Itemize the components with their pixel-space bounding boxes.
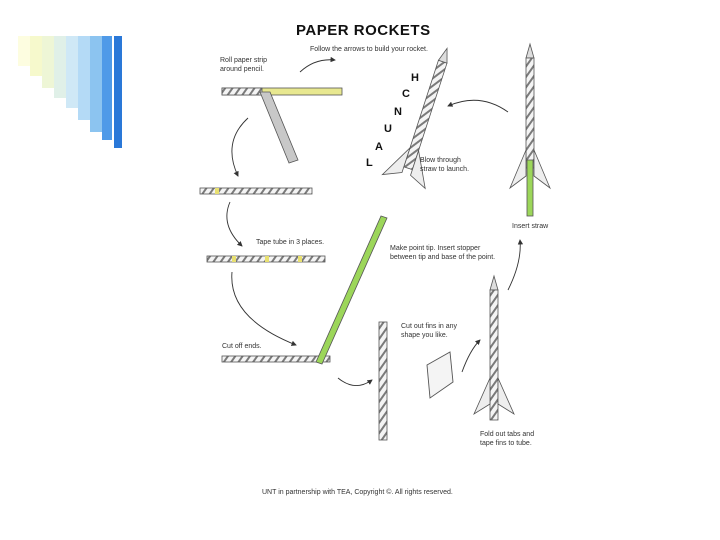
finished-rocket <box>473 274 515 421</box>
arrow-to-launch <box>447 99 509 113</box>
step-blow-label: Blow through straw to launch. <box>420 157 470 173</box>
pencil-with-strip <box>221 87 343 164</box>
step-cut-fins-label: Cut out fins in any shape you like. <box>401 323 458 339</box>
tape-mark <box>232 256 236 262</box>
fin-cutout <box>426 351 454 399</box>
vertical-tube <box>378 321 388 441</box>
arrow-to-tape <box>226 201 243 247</box>
step-make-tip-label: Make point tip. Insert stopper between t… <box>390 245 496 261</box>
step-roll-label: Roll paper strip around pencil. <box>220 57 268 73</box>
accent-bar <box>66 36 78 108</box>
tape-mark <box>265 256 269 262</box>
launch-letter: U <box>384 123 392 135</box>
arrow-to-finished <box>461 339 481 373</box>
accent-bar <box>54 36 66 98</box>
step-cut-ends-label: Cut off ends. <box>222 343 262 350</box>
launch-letter: H <box>411 72 419 84</box>
launch-rocket <box>381 47 448 190</box>
step-fold-tabs-label: Fold out tabs and tape fins to tube. <box>480 431 535 447</box>
tape-mark <box>215 188 219 194</box>
launch-letter: L <box>366 157 373 169</box>
cut-tube <box>221 355 331 363</box>
page-title: PAPER ROCKETS <box>296 22 431 39</box>
decorative-bars <box>18 36 122 148</box>
accent-bar <box>42 36 54 88</box>
accent-bar <box>114 36 122 148</box>
arrow-to-cut <box>231 271 297 346</box>
rocket-on-straw <box>509 42 551 217</box>
arrow-up-right <box>507 239 524 291</box>
subtitle: Follow the arrows to build your rocket. <box>310 46 428 53</box>
launch-letter: N <box>394 106 402 118</box>
accent-bar <box>90 36 102 132</box>
arrow-roll <box>299 56 336 73</box>
accent-bar <box>30 36 42 76</box>
straw <box>315 215 388 365</box>
rolled-tube <box>199 187 313 195</box>
launch-letter: A <box>375 141 383 153</box>
tape-mark <box>298 256 302 262</box>
footer-copyright: UNT in partnership with TEA, Copyright ©… <box>262 489 453 496</box>
launch-letter: C <box>402 88 410 100</box>
accent-bar <box>78 36 90 120</box>
arrow-to-fins <box>337 377 373 386</box>
accent-bar <box>102 36 112 140</box>
step-insert-straw-label: Insert straw <box>512 223 549 230</box>
accent-bar <box>18 36 30 66</box>
arrow-to-tube <box>231 117 249 177</box>
step-tape-label: Tape tube in 3 places. <box>256 239 325 246</box>
